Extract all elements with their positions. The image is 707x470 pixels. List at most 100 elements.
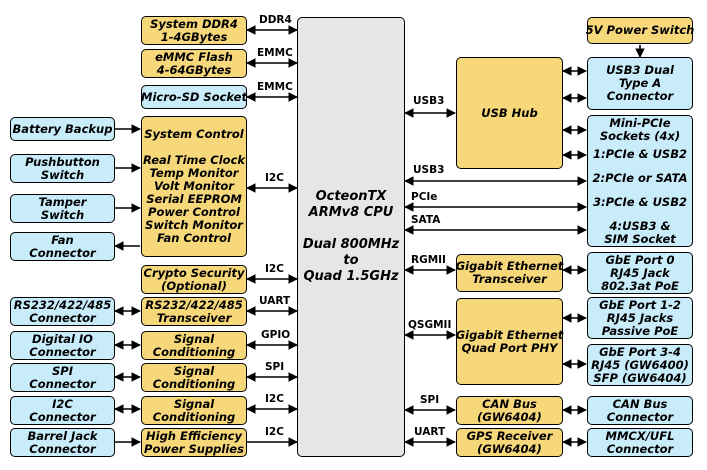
box-text: Conditioning bbox=[152, 376, 236, 391]
gbe-port12-block: GbE Port 1-2 RJ45 Jacks Passive PoE bbox=[587, 297, 693, 339]
box-text: Volt Monitor bbox=[154, 179, 234, 193]
box-text: SPI bbox=[52, 363, 73, 378]
box-text: Connector bbox=[29, 376, 96, 391]
pushbutton-block: Pushbutton Switch bbox=[10, 154, 115, 183]
signal-conditioning-gpio: Signal Conditioning bbox=[141, 331, 247, 360]
digital-io-connector-block: Digital IO Connector bbox=[10, 331, 115, 360]
box-text: Connector bbox=[29, 245, 96, 260]
box-text: Fan bbox=[51, 232, 74, 247]
box-text: Micro-SD Socket bbox=[141, 89, 247, 104]
box-text: 2:PCIe or SATA bbox=[592, 170, 688, 185]
box-text: eMMC Flash bbox=[155, 49, 233, 64]
cpu-line: ARMv8 CPU bbox=[308, 205, 394, 220]
box-text bbox=[638, 209, 642, 220]
box-text: Quad Port PHY bbox=[461, 340, 558, 355]
cpu-line: Quad 1.5GHz bbox=[303, 269, 399, 284]
box-text: Connector bbox=[29, 441, 96, 456]
box-text: Type A bbox=[618, 76, 662, 90]
bus-label-spi: SPI bbox=[265, 361, 285, 373]
box-text: Signal bbox=[173, 363, 215, 378]
box-text: Mini-PCIe bbox=[609, 115, 671, 130]
bus-label-i2c: I2C bbox=[265, 426, 284, 438]
box-text: Barrel Jack bbox=[27, 428, 98, 443]
tamper-block: Tamper Switch bbox=[10, 194, 115, 223]
box-text: System DDR4 bbox=[150, 16, 238, 31]
box-text: Digital IO bbox=[32, 331, 93, 346]
box-text: I2C bbox=[52, 396, 73, 411]
box-text: RS232/422/485 bbox=[145, 297, 243, 312]
spi-connector-block: SPI Connector bbox=[10, 363, 115, 392]
usb3-dual-block: USB3 Dual Type A Connector bbox=[587, 57, 693, 110]
ddr4-block: System DDR4 1-4GBytes bbox=[141, 16, 247, 45]
box-text: CAN Bus bbox=[482, 396, 537, 411]
gps-receiver-block: GPS Receiver (GW6404) bbox=[456, 428, 563, 457]
box-text: Crypto Security bbox=[143, 265, 245, 280]
system-control-block: System Control Real Time Clock Temp Moni… bbox=[141, 116, 247, 257]
cpu-block: OcteonTX ARMv8 CPU Dual 800MHz to Quad 1… bbox=[297, 17, 405, 457]
signal-conditioning-spi: Signal Conditioning bbox=[141, 363, 247, 392]
box-text: CAN Bus bbox=[612, 396, 668, 411]
box-text: Connector bbox=[29, 344, 96, 359]
box-text: MMCX/UFL bbox=[605, 428, 675, 443]
box-text: RJ45 Jacks bbox=[606, 310, 674, 325]
box-text: Switch bbox=[40, 207, 85, 222]
box-text: Fan Control bbox=[156, 231, 232, 245]
bus-label-pcie: PCIe bbox=[411, 191, 438, 203]
box-text: GbE Port 3-4 bbox=[599, 344, 681, 359]
bus-label-uart: UART bbox=[414, 426, 446, 438]
box-text: Connector bbox=[606, 441, 674, 456]
box-text: Power Supplies bbox=[144, 441, 244, 456]
gbe-port34-block: GbE Port 3-4 RJ45 (GW6400) SFP (GW6404) bbox=[587, 344, 693, 386]
box-text: Connector bbox=[606, 89, 674, 103]
bus-label-emmc: EMMC bbox=[257, 81, 293, 93]
box-text: 3:PCIe & USB2 bbox=[593, 194, 687, 209]
bus-label-uart: UART bbox=[259, 295, 291, 307]
box-text: RJ45 Jack bbox=[610, 265, 670, 280]
box-text: 4:USB3 & bbox=[609, 218, 671, 233]
box-text: Pushbutton bbox=[25, 154, 100, 169]
mmcx-connector-block: MMCX/UFL Connector bbox=[587, 428, 693, 457]
box-text bbox=[638, 185, 642, 196]
box-text: GPS Receiver bbox=[466, 428, 553, 443]
box-text: SFP (GW6404) bbox=[593, 370, 687, 385]
box-text: High Efficiency bbox=[146, 428, 242, 443]
crypto-block: Crypto Security (Optional) bbox=[141, 265, 247, 294]
box-text: Temp Monitor bbox=[149, 166, 239, 180]
bus-label-spi: SPI bbox=[420, 394, 440, 406]
box-text: (GW6404) bbox=[477, 409, 542, 424]
box-text: Signal bbox=[173, 331, 215, 346]
box-text: Signal bbox=[173, 396, 215, 411]
microsd-block: Micro-SD Socket bbox=[141, 85, 247, 109]
box-text: Serial EEPROM bbox=[146, 192, 242, 206]
power-supplies-block: High Efficiency Power Supplies bbox=[141, 428, 247, 457]
box-text: Gigabit Ethernet bbox=[455, 327, 564, 342]
can-connector-block: CAN Bus Connector bbox=[587, 396, 693, 425]
gbe-phy-block: Gigabit Ethernet Quad Port PHY bbox=[456, 298, 563, 385]
bus-label-qsgmii: QSGMII bbox=[408, 319, 452, 331]
box-text: Conditioning bbox=[152, 344, 236, 359]
box-text: Passive PoE bbox=[601, 323, 679, 338]
box-text: (GW6404) bbox=[477, 441, 542, 456]
cpu-line: to bbox=[343, 253, 359, 268]
signal-conditioning-i2c: Signal Conditioning bbox=[141, 396, 247, 425]
battery-backup-block: Battery Backup bbox=[10, 117, 115, 141]
box-text: GbE Port 0 bbox=[605, 252, 675, 267]
box-text: 1-4GBytes bbox=[160, 29, 228, 44]
box-text: Transceiver bbox=[472, 272, 547, 286]
can-bus-block: CAN Bus (GW6404) bbox=[456, 396, 563, 425]
rs232-connector-block: RS232/422/485 Connector bbox=[10, 297, 115, 326]
box-text: 5V Power Switch bbox=[585, 23, 695, 37]
cpu-line bbox=[349, 221, 354, 237]
power-switch-block: 5V Power Switch bbox=[585, 17, 695, 44]
fan-connector-block: Fan Connector bbox=[10, 232, 115, 261]
bus-label-i2c: I2C bbox=[265, 172, 284, 184]
box-text: Tamper bbox=[38, 194, 87, 209]
box-text: Battery Backup bbox=[12, 121, 113, 136]
box-text: Sockets (4x) bbox=[599, 128, 681, 143]
bus-label-usb3: USB3 bbox=[413, 95, 445, 107]
box-text: 802.3at PoE bbox=[601, 278, 679, 293]
bus-label-sata: SATA bbox=[411, 214, 441, 226]
bus-label-ddr4: DDR4 bbox=[259, 14, 292, 26]
